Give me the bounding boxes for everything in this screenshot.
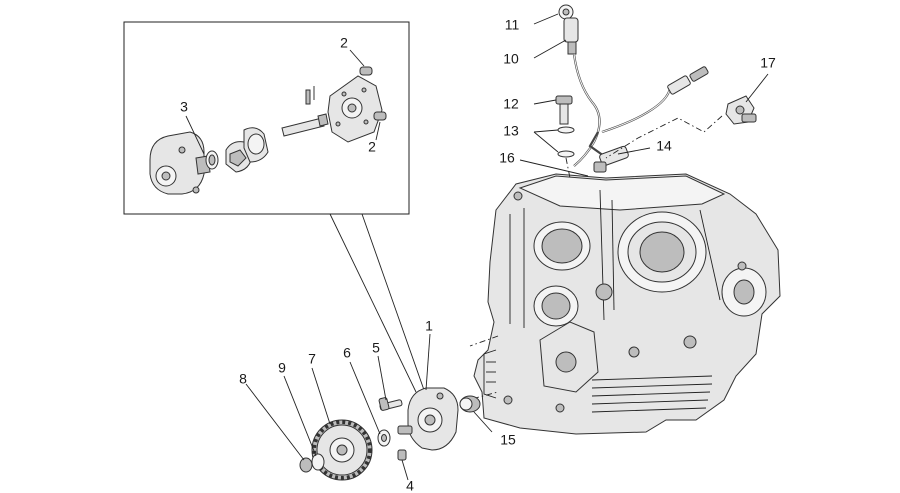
callout-16: 16 — [499, 150, 515, 166]
bushing-15 — [459, 395, 481, 413]
callout-8: 8 — [239, 371, 247, 387]
callout-15: 15 — [500, 432, 516, 448]
callout-labels: 1 2 2 3 4 5 6 7 8 9 10 11 12 13 14 15 16… — [180, 17, 776, 493]
oil-pump-housing-exploded — [149, 131, 219, 195]
callout-5: 5 — [372, 340, 380, 356]
crankcase-fins — [483, 349, 713, 413]
bolt-5 — [378, 397, 403, 411]
dash-case — [469, 335, 499, 347]
elbow-fitting-17 — [725, 95, 757, 125]
callout-11: 11 — [505, 17, 520, 33]
pump-cover-plate — [327, 75, 383, 143]
dash-17 — [605, 115, 723, 159]
callout-13: 13 — [503, 123, 519, 139]
callout-2-lower: 2 — [368, 139, 376, 155]
washer-13-lower — [557, 150, 575, 158]
temperature-sensor-14 — [593, 145, 629, 173]
callout-6: 6 — [343, 345, 351, 361]
callout-10: 10 — [503, 51, 519, 67]
inset-pointer-left — [329, 213, 417, 393]
pump-rotors — [225, 127, 269, 173]
callout-17: 17 — [760, 55, 776, 71]
oil-pump-1 — [397, 387, 459, 451]
callout-14: 14 — [656, 138, 672, 154]
callout-1: 1 — [425, 318, 433, 334]
detail-inset — [123, 21, 410, 215]
callout-12: 12 — [503, 96, 519, 112]
callout-2-upper: 2 — [340, 35, 348, 51]
callout-7: 7 — [308, 351, 316, 367]
pump-shaft — [281, 86, 329, 137]
callout-leaders — [245, 13, 769, 481]
callout-9: 9 — [278, 360, 286, 376]
dash-13 — [565, 157, 571, 179]
pin-4 — [397, 449, 407, 461]
inset-pointer-right — [361, 213, 425, 391]
washer-9 — [311, 453, 325, 471]
dowel-pin-upper — [359, 66, 373, 76]
crankcase — [473, 173, 781, 435]
banjo-bolt-12 — [555, 95, 573, 125]
dash-pump — [459, 391, 499, 403]
connector-10 — [563, 17, 579, 43]
sensor-cable-assembly — [558, 4, 709, 167]
nut-8 — [299, 457, 313, 473]
callout-3: 3 — [180, 99, 188, 115]
callout-4: 4 — [406, 478, 414, 493]
gear-7 — [311, 419, 373, 481]
washer-13-upper — [557, 126, 575, 134]
dowel-pin-lower — [373, 111, 387, 121]
